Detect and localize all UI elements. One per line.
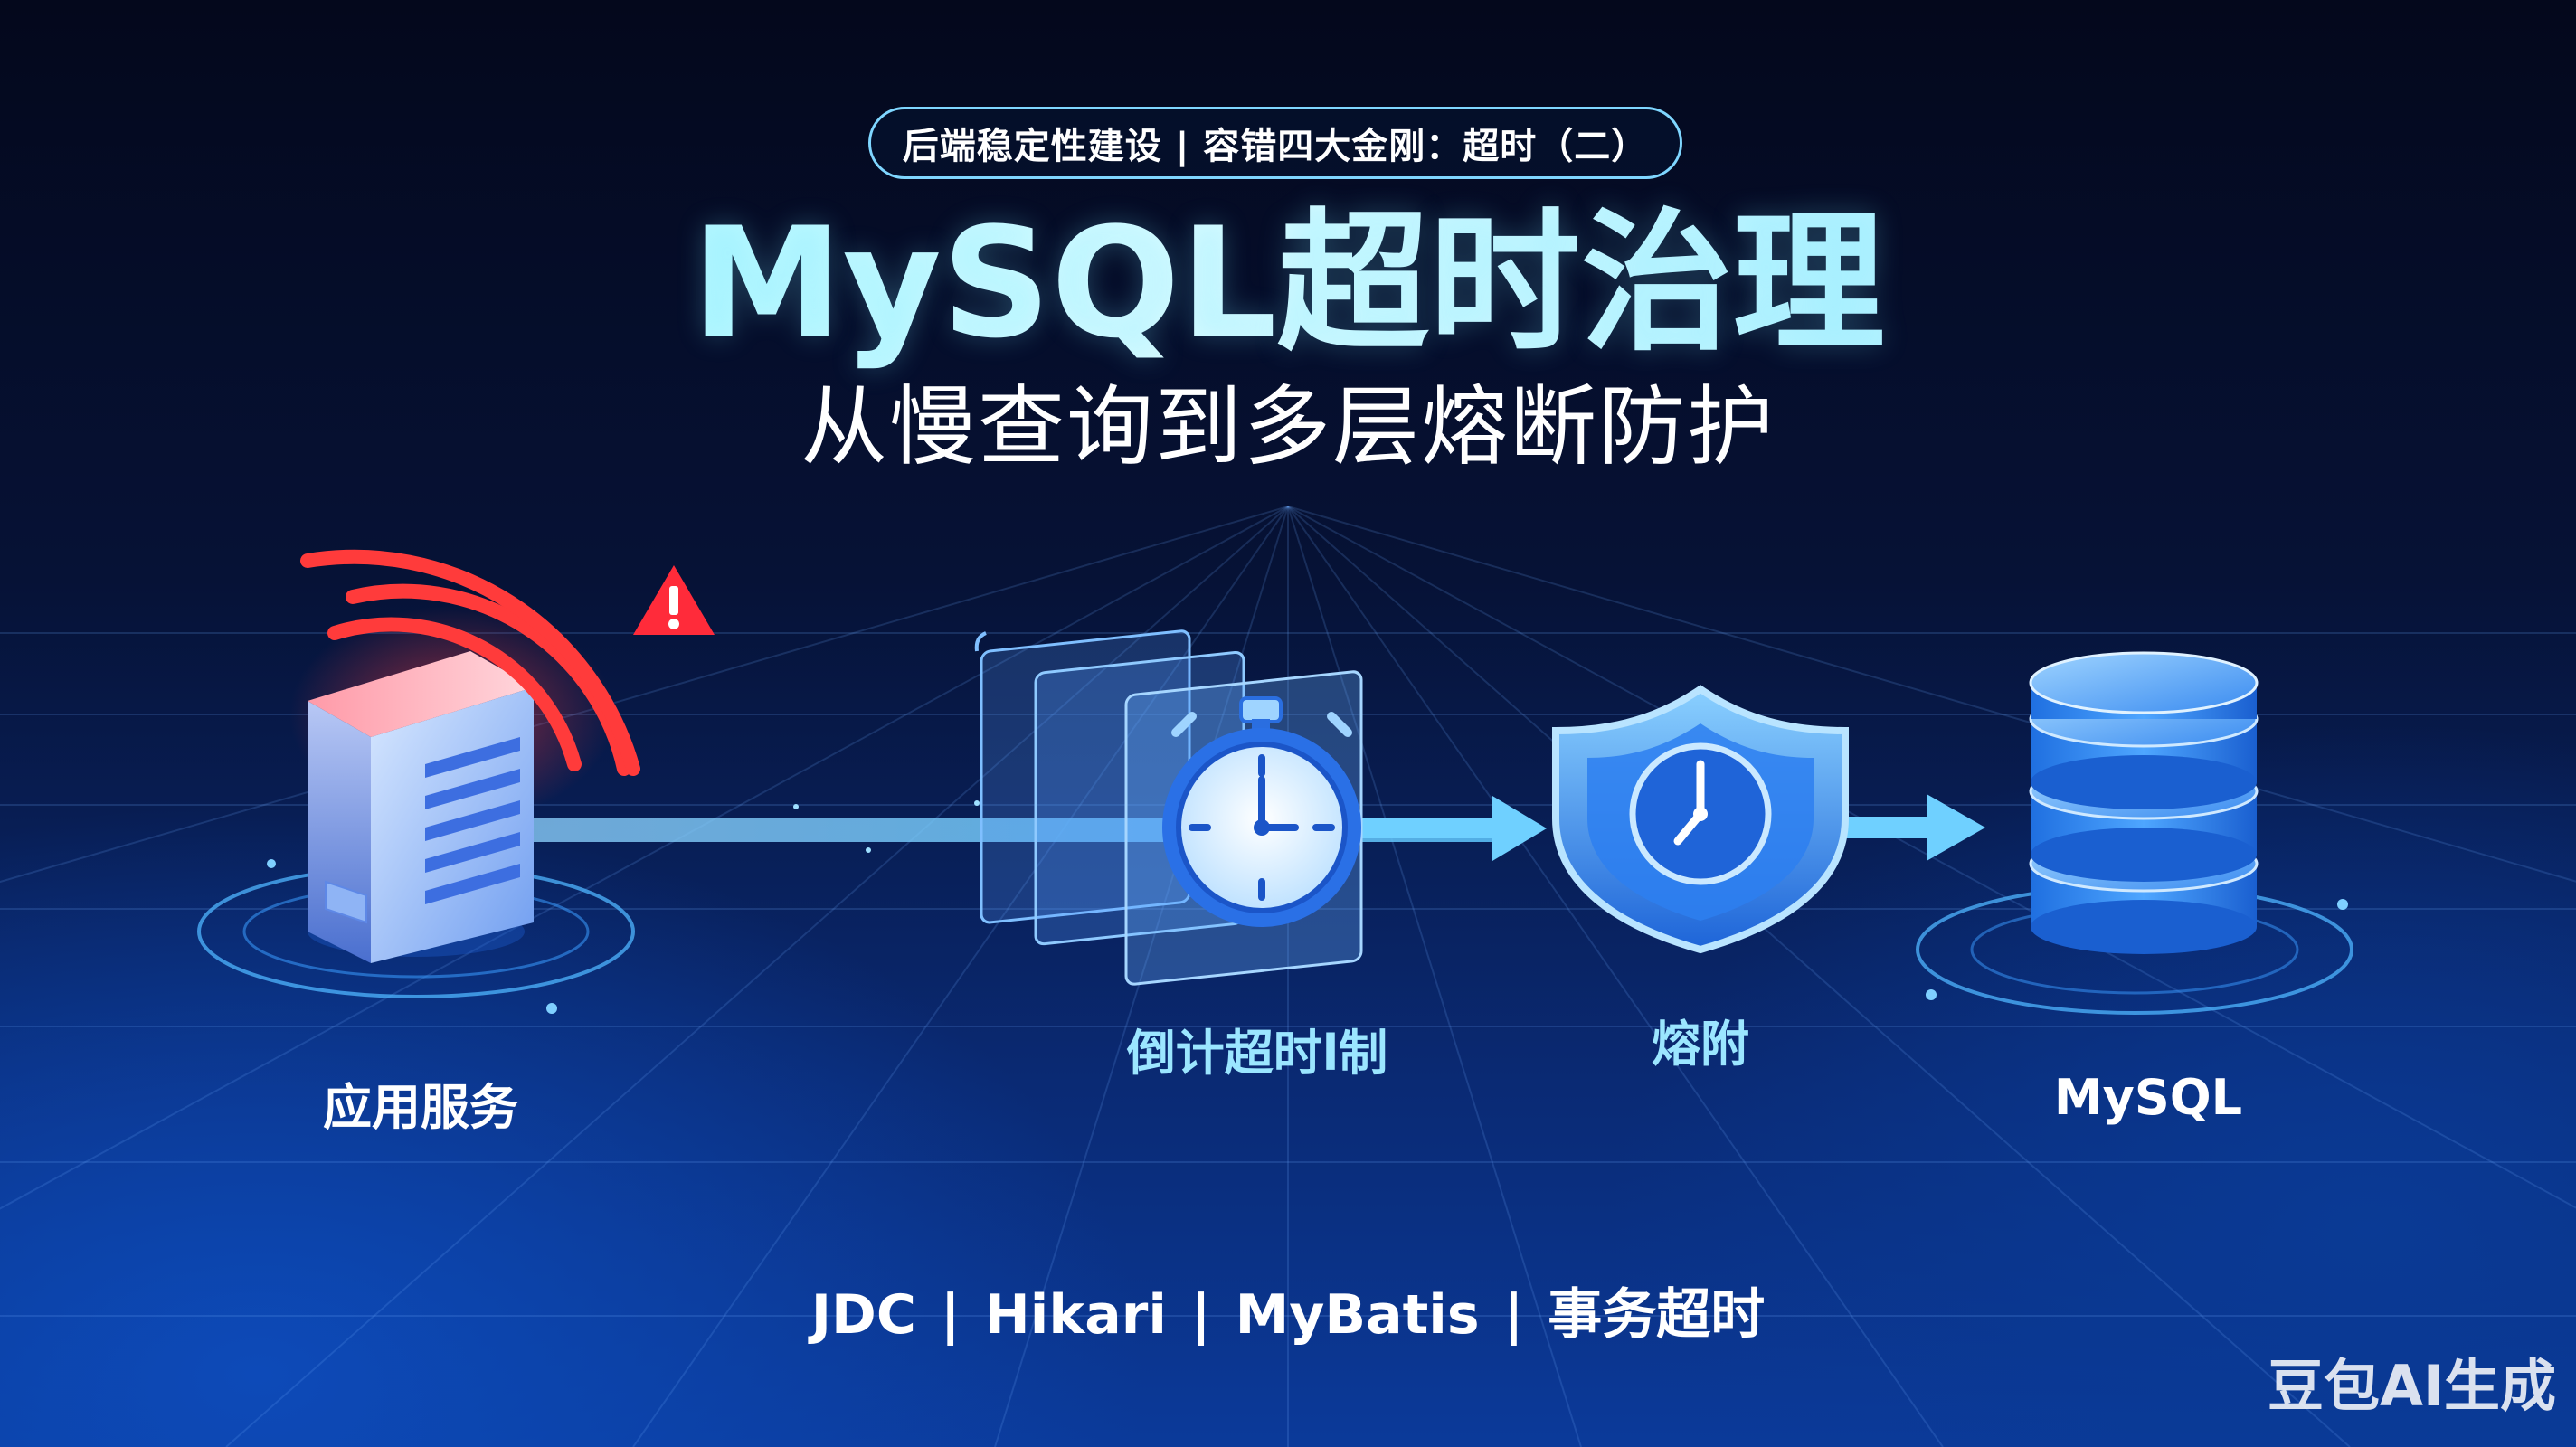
label-circuit-breaker: 熔附	[1652, 1016, 1749, 1073]
label-countdown-timeout: 倒计超时l制	[1126, 1025, 1388, 1082]
series-badge-text: 后端稳定性建设 | 容错四大金刚：超时（二）	[902, 126, 1649, 167]
app-server	[197, 606, 635, 1014]
warning-icon	[633, 565, 715, 635]
database-icon	[1916, 651, 2353, 1015]
ai-watermark: 豆包AI生成	[2267, 1353, 2556, 1419]
main-title: MySQL超时治理	[0, 197, 2576, 369]
tech-stack-footer: JDC | Hikari | MyBatis | 事务超时	[810, 1283, 1766, 1347]
stopwatch-icon	[1162, 696, 1361, 927]
shield-clock-icon	[1552, 685, 1849, 954]
signal-waves-icon	[300, 549, 640, 776]
subtitle: 从慢查询到多层熔断防护	[800, 376, 1776, 478]
label-mysql: MySQL	[2053, 1069, 2243, 1126]
series-badge: 后端稳定性建设 | 容错四大金刚：超时（二）	[868, 107, 1682, 179]
label-app-service: 应用服务	[323, 1079, 518, 1136]
